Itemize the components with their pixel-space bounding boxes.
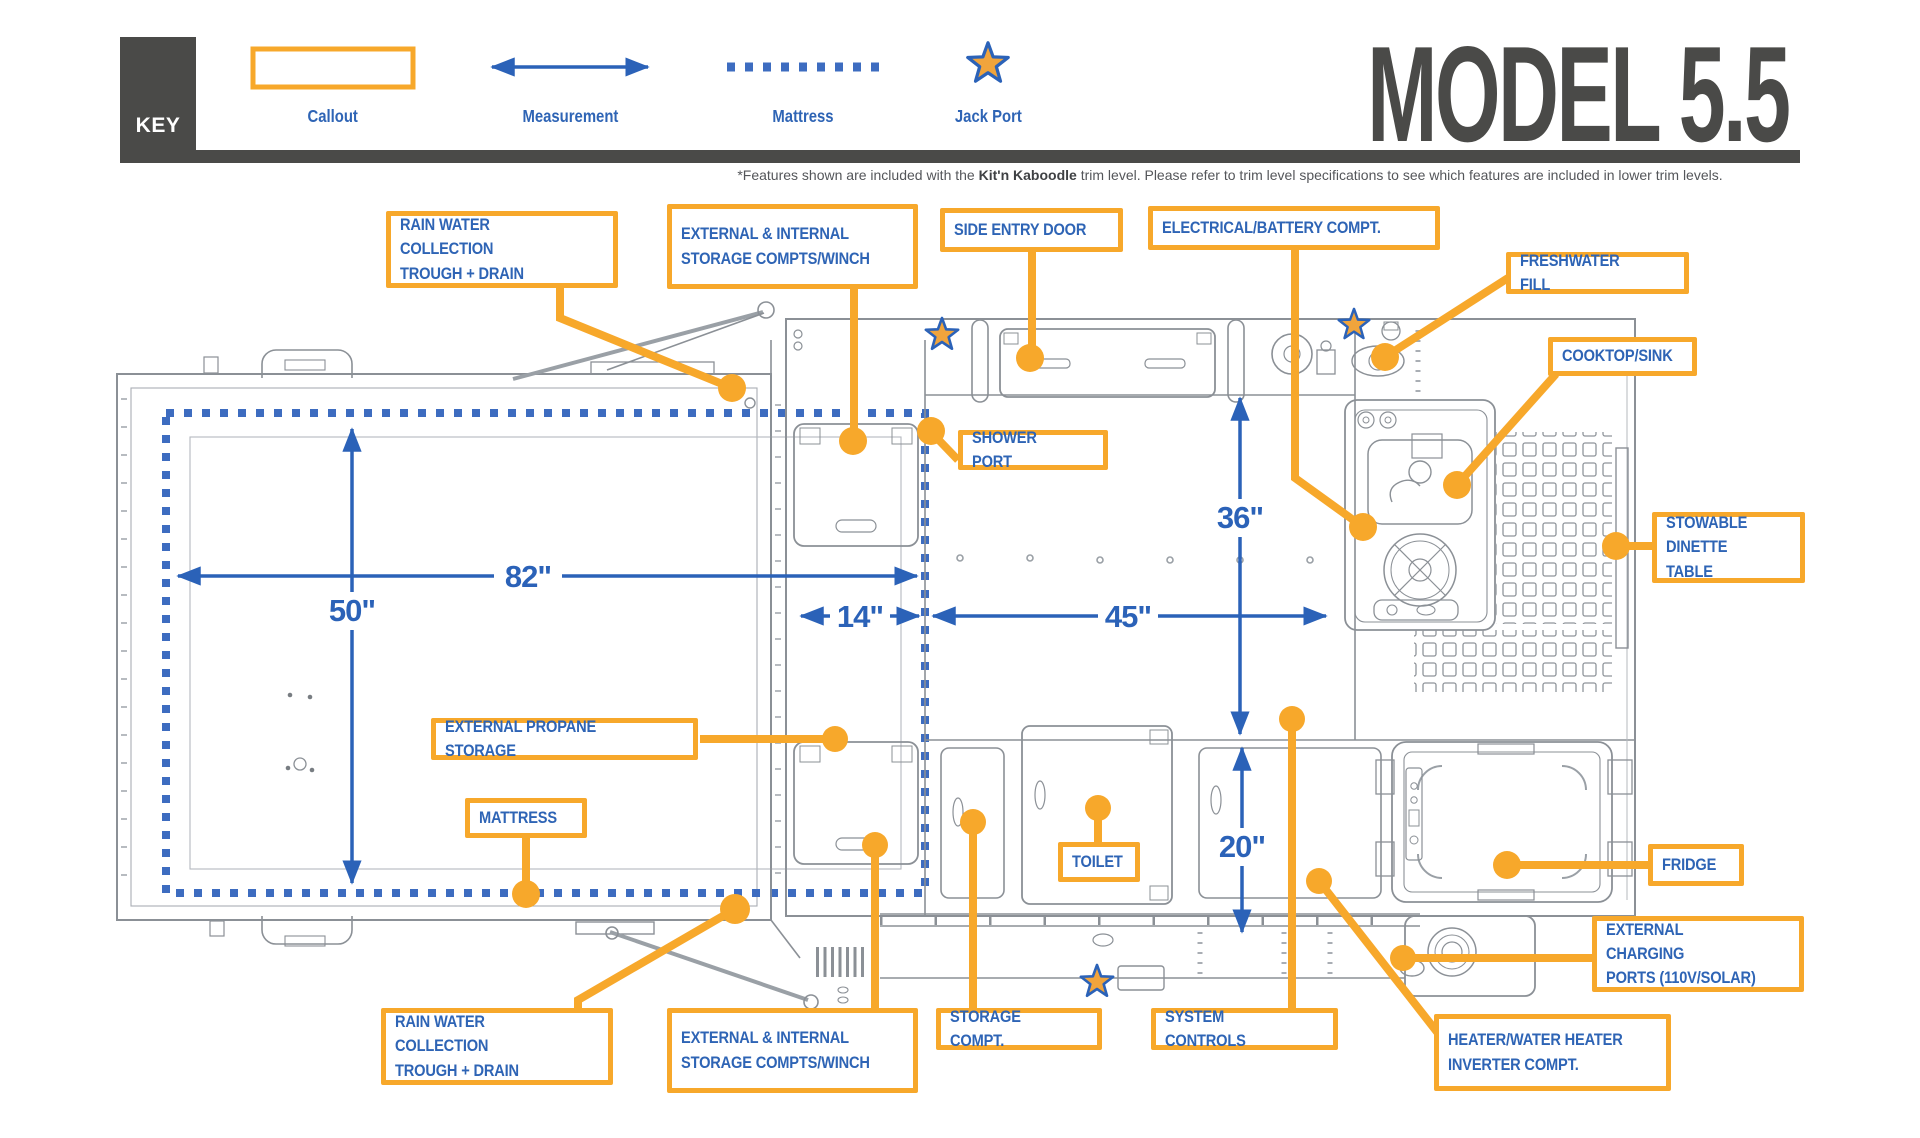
disclaimer-text: *Features shown are included with the — [737, 167, 979, 183]
legend-item-callout: Callout — [307, 106, 359, 126]
legend-item-measurement: Measurement — [522, 106, 618, 126]
dimension-labels: 82" 50" 14" 45" 36" 20" — [329, 500, 1266, 864]
callout-heater-water-heater-inverter: HEATER/WATER HEATER INVERTER COMPT. — [1434, 1014, 1671, 1091]
dinette-table-drawing — [1414, 432, 1629, 692]
callout-pointer-lines — [522, 248, 1654, 1035]
jack-port-star-icon — [1337, 307, 1371, 340]
jack-port-star-icon — [966, 41, 1010, 83]
callout-shower-port: SHOWER PORT — [958, 428, 1108, 471]
callout-storage-compt: STORAGE COMPT. — [936, 1007, 1102, 1050]
pointer-dot — [1493, 851, 1521, 879]
legend-callout-sample — [250, 46, 416, 90]
floor-rivets — [956, 554, 1314, 564]
jack-port-star-icon — [924, 316, 960, 351]
callout-cooktop-sink: COOKTOP/SINK — [1548, 337, 1697, 376]
pointer-dot — [1602, 532, 1630, 560]
callout-rain-water-collection-bottom: RAIN WATER COLLECTION TROUGH + DRAIN — [381, 1008, 613, 1085]
callout-system-controls: SYSTEM CONTROLS — [1151, 1007, 1338, 1050]
dimension-interior-depth: 36" — [1217, 500, 1263, 535]
pointer-dot — [1306, 868, 1332, 894]
jack-port-stars — [924, 41, 1371, 998]
pointer-dot — [1371, 343, 1399, 371]
dimension-text-backers — [322, 499, 1272, 866]
dimension-rear-depth: 20" — [1219, 829, 1265, 864]
callout-stowable-dinette-table: STOWABLE DINETTE TABLE — [1652, 512, 1805, 583]
callout-storage-compts-winch-bottom: EXTERNAL & INTERNAL STORAGE COMPTS/WINCH — [667, 1008, 918, 1093]
pointer-dot — [1443, 471, 1471, 499]
callout-side-entry-door: SIDE ENTRY DOOR — [940, 208, 1123, 252]
legend-item-mattress: Mattress — [772, 106, 834, 126]
pointer-dot — [1390, 945, 1416, 971]
fridge-drawing — [1375, 741, 1633, 903]
callout-external-charging-ports: EXTERNAL CHARGING PORTS (110V/SOLAR) — [1592, 916, 1804, 992]
callout-external-propane-storage: EXTERNAL PROPANE STORAGE — [431, 717, 698, 760]
callout-toilet: TOILET — [1058, 842, 1140, 882]
callout-electrical-battery-compt: ELECTRICAL/BATTERY COMPT. — [1148, 206, 1440, 250]
main-body-drawing — [770, 318, 1636, 917]
pointer-dot — [1016, 344, 1044, 372]
pointer-dot — [839, 427, 867, 455]
pointer-dot — [1279, 706, 1305, 732]
pointer-dot — [1349, 513, 1377, 541]
bottom-frame-drawing — [575, 913, 1536, 1010]
trailer-body-drawing — [116, 301, 1636, 1010]
header-divider-bar — [120, 150, 1800, 163]
dimension-bed-width: 82" — [505, 559, 551, 594]
callout-rain-water-collection-top: RAIN WATER COLLECTION TROUGH + DRAIN — [386, 211, 618, 288]
bed-platform-drawing — [116, 301, 775, 947]
callout-freshwater-fill: FRESHWATER FILL — [1506, 251, 1689, 294]
mounting-dots — [285, 692, 315, 773]
callout-mattress: MATTRESS — [465, 798, 587, 838]
trim-level-disclaimer: *Features shown are included with the Ki… — [545, 167, 1915, 183]
jack-port-star-icon — [1079, 963, 1115, 998]
pointer-dot — [512, 880, 540, 908]
key-legend-box: KEY — [120, 37, 196, 150]
pointer-dot — [960, 809, 986, 835]
key-label: KEY — [135, 114, 181, 137]
dimension-bed-depth: 50" — [329, 593, 375, 628]
disclaimer-trim-name: Kit'n Kaboodle — [978, 167, 1077, 183]
pointer-dot — [718, 374, 746, 402]
pointer-dot — [720, 894, 750, 924]
legend-item-jack-port: Jack Port — [954, 106, 1022, 126]
dimension-galley-width: 45" — [1105, 599, 1151, 634]
pointer-dot — [917, 417, 945, 445]
mattress-outline — [162, 409, 929, 897]
callout-storage-compts-winch-top: EXTERNAL & INTERNAL STORAGE COMPTS/WINCH — [667, 204, 918, 289]
dimension-pass-through: 14" — [837, 599, 883, 634]
pointer-dot — [1085, 795, 1111, 821]
disclaimer-text: trim level. Please refer to trim level s… — [1076, 167, 1723, 183]
callout-pointer-dots — [512, 343, 1630, 971]
page-title: MODEL 5.5 — [1366, 18, 1791, 170]
pointer-dot — [822, 726, 848, 752]
dimension-arrows — [176, 57, 1328, 934]
pointer-dot — [862, 832, 888, 858]
front-hatch-doors — [793, 423, 919, 865]
callout-fridge: FRIDGE — [1648, 844, 1744, 886]
